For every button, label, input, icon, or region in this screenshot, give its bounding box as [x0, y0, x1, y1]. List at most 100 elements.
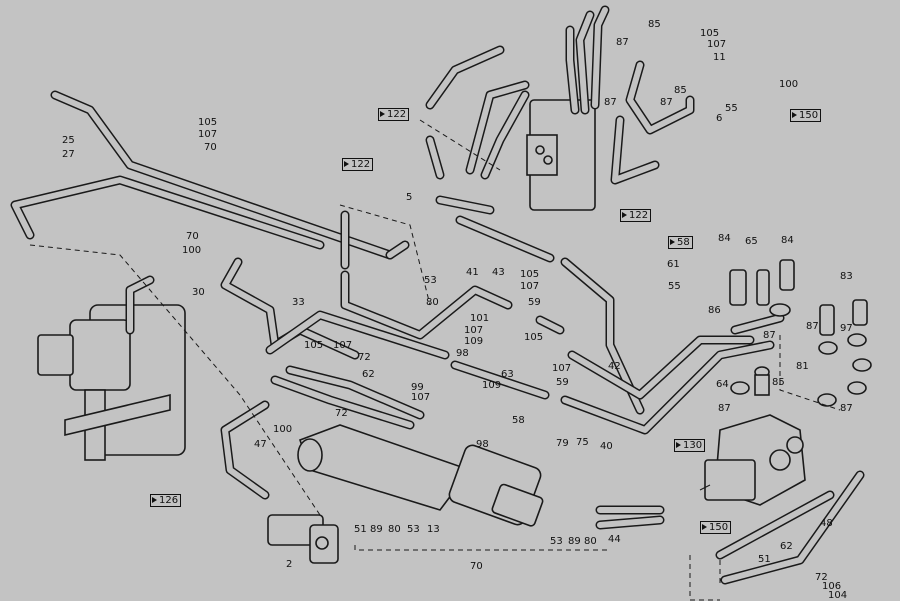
callout-25: 25 — [62, 135, 75, 146]
callout-72: 72 — [815, 572, 828, 583]
leader-dashes — [29, 119, 841, 601]
reference-box-150: 150 — [700, 521, 732, 534]
callout-98: 98 — [456, 348, 469, 359]
reference-box-130: 130 — [674, 439, 706, 452]
callout-55: 55 — [725, 103, 738, 114]
callout-72: 72 — [358, 352, 371, 363]
oil-tank — [37, 275, 186, 461]
callout-105: 105 — [304, 340, 324, 351]
callout-72: 72 — [335, 408, 348, 419]
callout-107: 107 — [707, 39, 727, 50]
callout-75: 75 — [576, 437, 589, 448]
callout-105: 105 — [198, 117, 218, 128]
callout-33: 33 — [292, 297, 305, 308]
master-cylinder-2 — [267, 514, 339, 564]
callout-99: 99 — [411, 382, 424, 393]
pipe-43 — [455, 215, 645, 415]
callout-105: 105 — [524, 332, 544, 343]
callout-48: 48 — [820, 518, 833, 529]
callout-84: 84 — [781, 235, 794, 246]
callout-109: 109 — [464, 336, 484, 347]
pipe-25-27 — [50, 90, 395, 260]
callout-100: 100 — [779, 79, 799, 90]
callout-109: 109 — [482, 380, 502, 391]
callout-80: 80 — [426, 297, 439, 308]
callout-107: 107 — [520, 281, 540, 292]
callout-107: 107 — [198, 129, 218, 140]
callout-105: 105 — [700, 28, 720, 39]
hoses — [220, 365, 865, 585]
callout-101: 101 — [470, 313, 490, 324]
callout-85: 85 — [648, 19, 661, 30]
callout-53: 53 — [407, 524, 420, 535]
callout-80: 80 — [388, 524, 401, 535]
reference-box-58: 58 — [668, 236, 693, 249]
control-valve-block — [526, 5, 610, 211]
callout-87: 87 — [616, 37, 629, 48]
pipe-42-40 — [535, 313, 785, 435]
callout-65: 65 — [745, 236, 758, 247]
callout-47: 47 — [254, 439, 267, 450]
callout-107: 107 — [464, 325, 484, 336]
callout-107: 107 — [552, 363, 572, 374]
callout-43: 43 — [492, 267, 505, 278]
callout-42: 42 — [608, 361, 621, 372]
callout-27: 27 — [62, 149, 75, 160]
callout-53: 53 — [424, 275, 437, 286]
callout-62: 62 — [362, 369, 375, 380]
callout-79: 79 — [556, 438, 569, 449]
callout-89: 89 — [568, 536, 581, 547]
hydraulic-cylinder — [297, 424, 544, 527]
callout-5: 5 — [406, 192, 413, 203]
pipe-right-upper — [610, 60, 695, 185]
callout-55: 55 — [668, 281, 681, 292]
reference-box-122: 122 — [378, 108, 410, 121]
callout-63: 63 — [501, 369, 514, 380]
pipe-33 — [220, 257, 360, 360]
callout-87: 87 — [718, 403, 731, 414]
callout-104: 104 — [828, 590, 848, 601]
callout-83: 83 — [840, 271, 853, 282]
callout-51: 51 — [354, 524, 367, 535]
callout-80: 80 — [584, 536, 597, 547]
reference-box-122: 122 — [620, 209, 652, 222]
callout-53: 53 — [550, 536, 563, 547]
callout-87: 87 — [840, 403, 853, 414]
callout-107: 107 — [411, 392, 431, 403]
callout-89: 89 — [370, 524, 383, 535]
callout-87: 87 — [660, 97, 673, 108]
reference-box-126: 126 — [150, 494, 182, 507]
callout-106: 106 — [822, 581, 842, 592]
pipe-long-center — [265, 310, 550, 400]
callout-98: 98 — [476, 439, 489, 450]
callout-81: 81 — [796, 361, 809, 372]
callout-59: 59 — [528, 297, 541, 308]
callout-11: 11 — [713, 52, 726, 63]
callout-97: 97 — [840, 323, 853, 334]
pipe-vertical-center — [340, 210, 410, 270]
callout-58: 58 — [512, 415, 525, 426]
callout-2: 2 — [286, 559, 293, 570]
callout-86: 86 — [708, 305, 721, 316]
callout-85: 85 — [772, 377, 785, 388]
pipe-valve-levers — [425, 45, 530, 215]
callout-64: 64 — [716, 379, 729, 390]
callout-85: 85 — [674, 85, 687, 96]
callout-6: 6 — [716, 113, 723, 124]
callout-70: 70 — [204, 142, 217, 153]
callout-105: 105 — [520, 269, 540, 280]
pipe-lower-main — [10, 175, 325, 250]
callout-40: 40 — [600, 441, 613, 452]
callout-44: 44 — [608, 534, 621, 545]
callout-70: 70 — [470, 561, 483, 572]
callout-84: 84 — [718, 233, 731, 244]
callout-51: 51 — [758, 554, 771, 565]
callout-13: 13 — [427, 524, 440, 535]
callout-70: 70 — [186, 231, 199, 242]
callout-107: 107 — [333, 340, 353, 351]
callout-87: 87 — [763, 330, 776, 341]
callout-100: 100 — [273, 424, 293, 435]
callout-61: 61 — [667, 259, 680, 270]
